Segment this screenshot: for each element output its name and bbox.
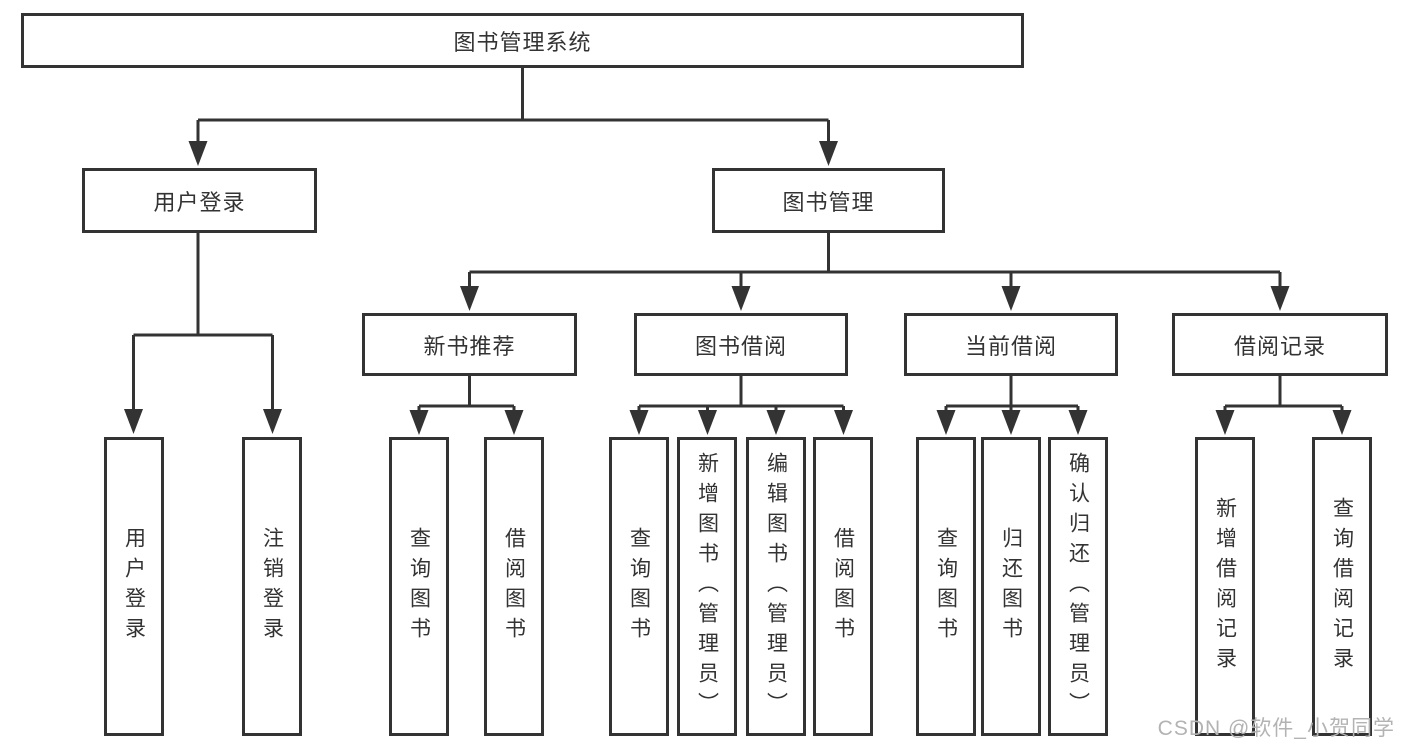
leaf-logout: 注销登录 [242, 437, 302, 736]
node-borrow-record: 借阅记录 [1172, 313, 1388, 376]
leaf-cb-query-book: 查询图书 [916, 437, 976, 736]
node-new-book-recommend-label: 新书推荐 [423, 333, 516, 359]
leaf-user-login: 用户登录 [104, 437, 164, 736]
leaf-br-add-record-label: 新增借阅记录 [1213, 496, 1237, 677]
node-current-borrow: 当前借阅 [904, 313, 1118, 376]
leaf-bb-add-book: 新增图书（管理员） [677, 437, 737, 736]
leaf-bb-edit-book: 编辑图书（管理员） [746, 437, 806, 736]
leaf-user-login-label: 用户登录 [122, 526, 146, 647]
node-root-label: 图书管理系统 [453, 29, 592, 55]
leaf-bb-borrow-book-label: 借阅图书 [831, 526, 855, 647]
node-user-login-label: 用户登录 [153, 189, 246, 215]
leaf-bb-query-book-label: 查询图书 [627, 526, 651, 647]
leaf-cb-query-book-label: 查询图书 [934, 526, 958, 647]
node-book-management: 图书管理 [712, 168, 945, 233]
leaf-cb-return-book-label: 归还图书 [999, 526, 1023, 647]
leaf-cb-confirm-return-label: 确认归还（管理员） [1066, 451, 1090, 722]
node-root: 图书管理系统 [21, 13, 1024, 68]
leaf-bb-edit-book-label: 编辑图书（管理员） [764, 451, 788, 722]
node-current-borrow-label: 当前借阅 [964, 333, 1057, 359]
leaf-cb-return-book: 归还图书 [981, 437, 1041, 736]
leaf-cb-confirm-return: 确认归还（管理员） [1048, 437, 1108, 736]
leaf-bb-query-book: 查询图书 [609, 437, 669, 736]
node-borrow-record-label: 借阅记录 [1233, 333, 1326, 359]
leaf-nbr-borrow-book: 借阅图书 [484, 437, 544, 736]
leaf-bb-add-book-label: 新增图书（管理员） [695, 451, 719, 722]
node-user-login: 用户登录 [82, 168, 317, 233]
node-book-management-label: 图书管理 [782, 189, 875, 215]
leaf-br-add-record: 新增借阅记录 [1195, 437, 1255, 736]
leaf-br-query-record-label: 查询借阅记录 [1330, 496, 1354, 677]
leaf-nbr-borrow-book-label: 借阅图书 [502, 526, 526, 647]
leaf-br-query-record: 查询借阅记录 [1312, 437, 1372, 736]
leaf-logout-label: 注销登录 [260, 526, 284, 647]
leaf-nbr-query-book: 查询图书 [389, 437, 449, 736]
leaf-nbr-query-book-label: 查询图书 [407, 526, 431, 647]
node-new-book-recommend: 新书推荐 [362, 313, 577, 376]
leaf-bb-borrow-book: 借阅图书 [813, 437, 873, 736]
node-book-borrow-label: 图书借阅 [694, 333, 787, 359]
node-book-borrow: 图书借阅 [634, 313, 848, 376]
watermark: CSDN @软件_小贺同学 [1157, 717, 1395, 740]
